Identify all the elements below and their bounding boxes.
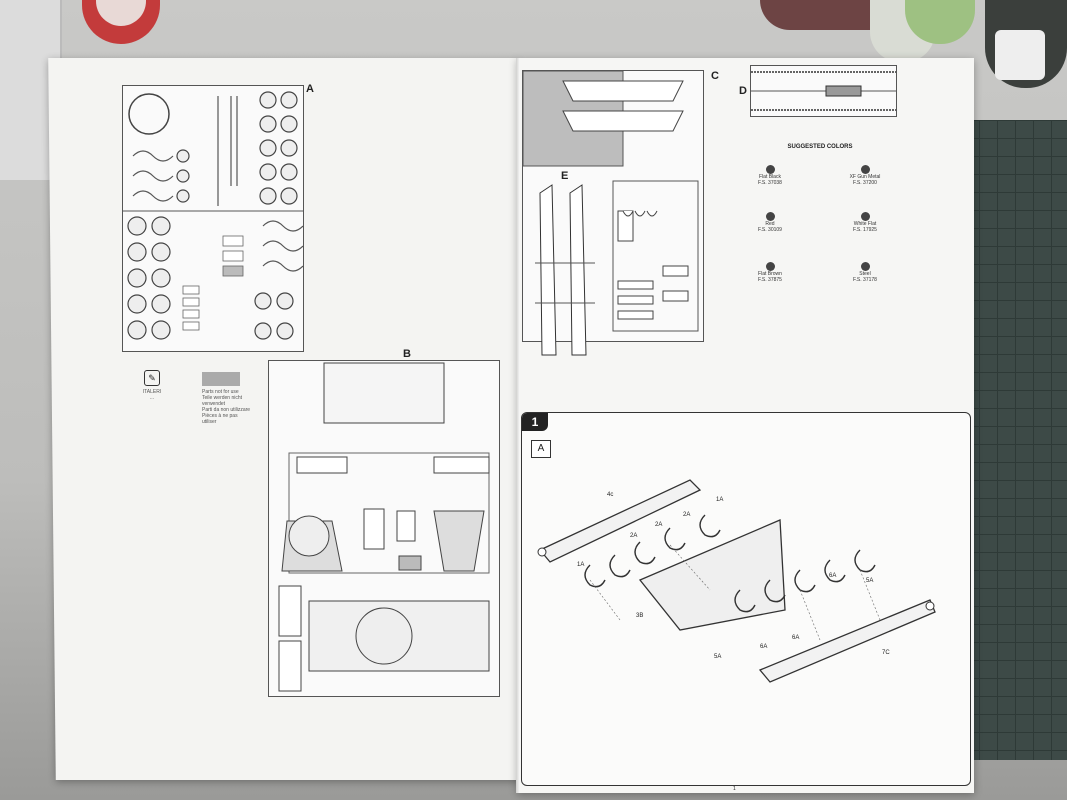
color-code: F.S. 30109: [758, 227, 782, 233]
part-label-6a-3: 6A: [760, 644, 768, 650]
unused-parts-line-3: Parti da non utilizzare: [202, 407, 251, 413]
hull-side-panels: [535, 184, 595, 356]
part-label-2a-2: 2A: [655, 522, 663, 528]
glue-legend-line-2: ...: [149, 395, 155, 401]
color-swatch-icon: [860, 262, 870, 271]
sprue-c-parts: [522, 70, 699, 332]
color-swatch-icon: [765, 262, 775, 271]
color-name: Steel: [859, 271, 871, 277]
paint-jar-label: [995, 30, 1045, 80]
part-label-3b: 3B: [636, 613, 644, 619]
sprue-b-letter: B: [403, 348, 411, 360]
color-swatch-icon: [765, 212, 775, 221]
part-label-2a-3: 2A: [683, 512, 691, 518]
color-swatch-icon: [765, 165, 775, 174]
part-label-1a-left: 1A: [577, 562, 585, 568]
color-item-1: Flat Black F.S. 37038: [740, 165, 800, 186]
booklet-spine: [516, 58, 520, 793]
color-name: Flat Black: [759, 174, 781, 180]
sprue-b-parts: [278, 362, 490, 692]
part-label-7c: 7C: [882, 650, 890, 656]
step-number: 1: [522, 413, 548, 431]
unused-parts-line-4: Pièces à ne pas utiliser: [202, 413, 238, 425]
color-item-4: White Flat F.S. 17925: [835, 212, 895, 233]
color-code: F.S. 37178: [853, 277, 877, 283]
sprue-a-letter: A: [306, 83, 314, 95]
color-code: F.S. 37038: [758, 180, 782, 186]
sprue-d-track: [750, 65, 897, 117]
color-name: Flat Brown: [758, 271, 782, 277]
part-label-2a-1: 2A: [630, 533, 638, 539]
color-item-6: Steel F.S. 37178: [835, 262, 895, 283]
color-name: White Flat: [853, 221, 877, 227]
page-number: 1: [733, 786, 736, 792]
sprue-d-letter: D: [739, 85, 747, 97]
color-item-2: XF Gun Metal F.S. 37200: [835, 165, 895, 186]
color-swatch-icon: [860, 212, 870, 221]
exploded-view-drawing: [537, 479, 936, 683]
part-label-5a-left: 5A: [714, 654, 722, 660]
part-label-5a-right: 5A: [866, 578, 874, 584]
unused-parts-line-1: Parts not for use: [202, 389, 239, 395]
part-label-6a-2: 6A: [792, 635, 800, 641]
color-code: F.S. 17925: [853, 227, 877, 233]
color-code: F.S. 37200: [853, 180, 877, 186]
suspension-assembly-diagram: [530, 470, 950, 700]
glue-legend-line-1: ITALERI: [142, 389, 162, 395]
color-item-3: Red F.S. 30109: [740, 212, 800, 233]
sprue-c-letter: C: [711, 70, 719, 82]
glue-icon: ✎: [144, 370, 160, 386]
suggested-colors-title: SUGGESTED COLORS: [787, 144, 853, 150]
sprue-b: [268, 360, 500, 697]
sprue-a: [122, 85, 304, 352]
track-links: [751, 71, 896, 111]
sub-assembly-label: A: [531, 440, 551, 458]
color-swatch-icon: [860, 165, 870, 174]
part-label-4c: 4c: [607, 492, 614, 498]
part-label-1a-right: 1A: [716, 497, 724, 503]
unused-parts-line-2: Teile werden nicht verwendet: [202, 395, 243, 407]
color-item-5: Flat Brown F.S. 37875: [740, 262, 800, 283]
sprue-a-parts: [123, 91, 304, 340]
sprue-e: [535, 183, 595, 361]
part-label-6a-1: 6A: [829, 573, 837, 579]
unused-parts-legend: Parts not for use Teile werden nicht ver…: [202, 372, 252, 425]
color-name: Red: [765, 221, 775, 227]
color-code: F.S. 37875: [758, 277, 782, 283]
unused-parts-swatch: [202, 372, 240, 386]
color-name: XF Gun Metal: [849, 174, 881, 180]
glue-legend: ✎ ITALERI ...: [122, 370, 182, 401]
sprue-e-letter: E: [561, 170, 569, 182]
